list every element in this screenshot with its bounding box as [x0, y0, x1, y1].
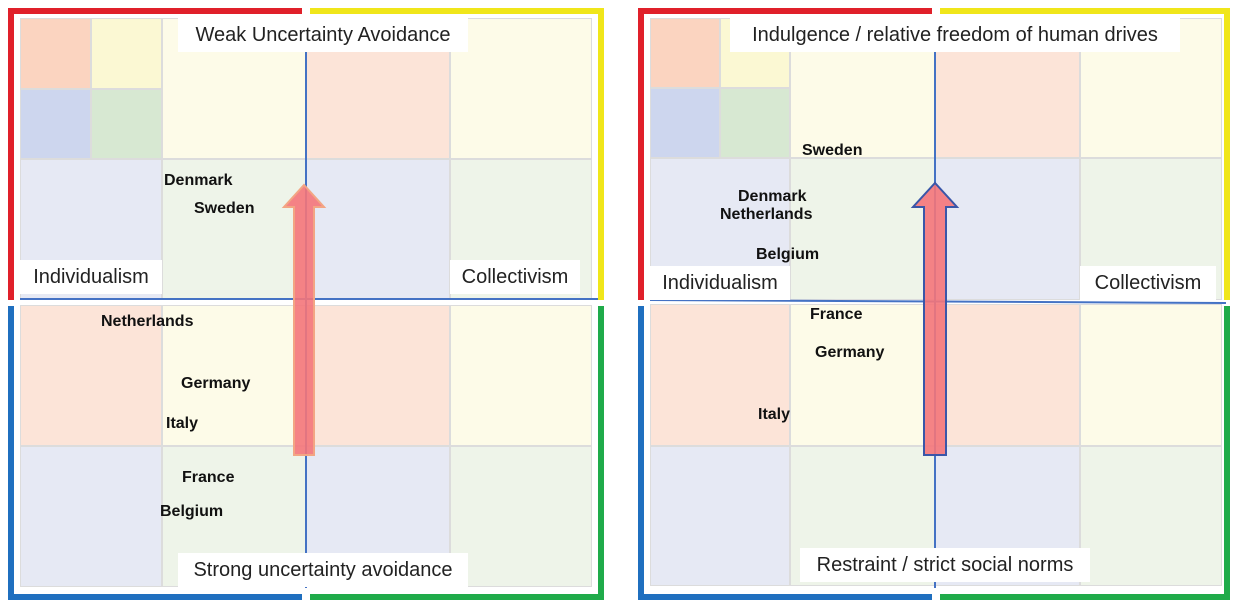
grid-cell — [91, 89, 162, 159]
frame-green-right — [1224, 306, 1230, 600]
grid-cell — [450, 446, 592, 587]
frame-blue-left — [8, 306, 14, 600]
top-label: Indulgence / relative freedom of human d… — [730, 18, 1180, 52]
grid-cell — [650, 304, 790, 446]
top-label: Weak Uncertainty Avoidance — [178, 18, 468, 52]
country-label: Italy — [166, 415, 199, 432]
grid-cell — [20, 89, 91, 159]
grid-cell — [20, 305, 162, 446]
frame-green-bottom — [310, 594, 604, 600]
grid-cell — [650, 18, 720, 88]
right-label: Collectivism — [1080, 266, 1216, 300]
up-arrow — [281, 183, 327, 456]
grid-cell — [162, 305, 306, 446]
bottom-label: Restraint / strict social norms — [800, 548, 1090, 582]
left-label: Individualism — [650, 266, 790, 300]
country-label: Sweden — [194, 200, 255, 217]
grid-cell — [720, 88, 790, 158]
frame-yellow-right — [598, 8, 604, 300]
country-label: Germany — [815, 344, 885, 361]
right-panel: Indulgence / relative freedom of human d… — [630, 0, 1230, 610]
frame-red-left — [8, 8, 14, 300]
frame-yellow-top — [940, 8, 1230, 14]
grid-cell — [306, 159, 450, 299]
grid-cell — [935, 304, 1080, 446]
country-label: Netherlands — [720, 206, 813, 223]
country-label: Germany — [181, 375, 251, 392]
country-label: Sweden — [802, 142, 863, 159]
frame-red-top — [638, 8, 932, 14]
grid-cell — [20, 18, 91, 89]
grid-cell — [450, 305, 592, 446]
country-label: Italy — [758, 406, 791, 423]
grid-cell — [450, 18, 592, 159]
country-label: Netherlands — [101, 313, 194, 330]
left-label: Individualism — [20, 260, 162, 294]
grid-cell — [650, 446, 790, 586]
grid-cell — [91, 18, 162, 89]
frame-green-bottom — [940, 594, 1230, 600]
frame-yellow-right — [1224, 8, 1230, 300]
country-label: Denmark — [164, 172, 233, 189]
grid-cell — [650, 88, 720, 158]
right-label: Collectivism — [450, 260, 580, 294]
grid-cell — [162, 159, 306, 299]
frame-blue-bottom — [638, 594, 932, 600]
grid-cell — [1080, 304, 1222, 446]
frame-blue-left — [638, 306, 644, 600]
grid-cell — [790, 304, 935, 446]
grid-cell — [1080, 446, 1222, 586]
up-arrow — [910, 181, 960, 456]
country-label: France — [810, 306, 863, 323]
bottom-label: Strong uncertainty avoidance — [178, 553, 468, 587]
frame-green-right — [598, 306, 604, 600]
country-label: France — [182, 469, 235, 486]
grid-cell — [306, 305, 450, 446]
grid-cell — [935, 158, 1080, 300]
frame-yellow-top — [310, 8, 604, 14]
frame-red-top — [8, 8, 302, 14]
left-panel: Weak Uncertainty Avoidance Strong uncert… — [0, 0, 604, 610]
frame-blue-bottom — [8, 594, 302, 600]
country-label: Belgium — [160, 503, 224, 520]
country-label: Belgium — [756, 246, 820, 263]
frame-red-left — [638, 8, 644, 300]
grid-cell — [20, 446, 162, 587]
country-label: Denmark — [738, 188, 807, 205]
